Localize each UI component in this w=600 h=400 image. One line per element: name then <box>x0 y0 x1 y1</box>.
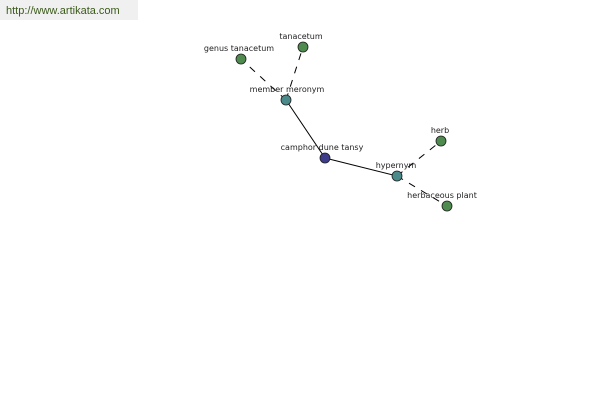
node-label-tanacetum: tanacetum <box>279 32 323 41</box>
node-tanacetum[interactable] <box>297 41 309 53</box>
node-label-genus-tanacetum: genus tanacetum <box>204 44 274 53</box>
node-member-meronym[interactable] <box>280 94 292 106</box>
node-label-herb: herb <box>431 126 449 135</box>
nodes-layer <box>235 41 453 212</box>
node-label-herbaceous-plant: herbaceous plant <box>407 191 477 200</box>
node-label-camphor-dune-tansy: camphor dune tansy <box>281 143 364 152</box>
edge-camphor-dune-tansy-to-member-meronym <box>285 99 326 159</box>
node-label-hypernym: hypernym <box>376 161 417 170</box>
labels-layer: camphor dune tansy member meronym hypernym… <box>204 32 477 200</box>
node-herb[interactable] <box>435 135 447 147</box>
edge-hypernym-to-herb <box>396 140 442 177</box>
edge-camphor-dune-tansy-to-hypernym <box>324 157 398 177</box>
edge-member-meronym-to-genus-tanacetum <box>240 58 287 101</box>
node-genus-tanacetum[interactable] <box>235 53 247 65</box>
edge-member-meronym-to-tanacetum <box>285 46 304 101</box>
node-camphor-dune-tansy[interactable] <box>319 152 331 164</box>
edge-hypernym-to-herbaceous-plant <box>396 175 448 207</box>
node-label-member-meronym: member meronym <box>250 85 325 94</box>
node-herbaceous-plant[interactable] <box>441 200 453 212</box>
node-hypernym[interactable] <box>391 170 403 182</box>
edges-layer <box>240 46 448 207</box>
site-url-link[interactable]: http://www.artikata.com <box>0 0 138 20</box>
